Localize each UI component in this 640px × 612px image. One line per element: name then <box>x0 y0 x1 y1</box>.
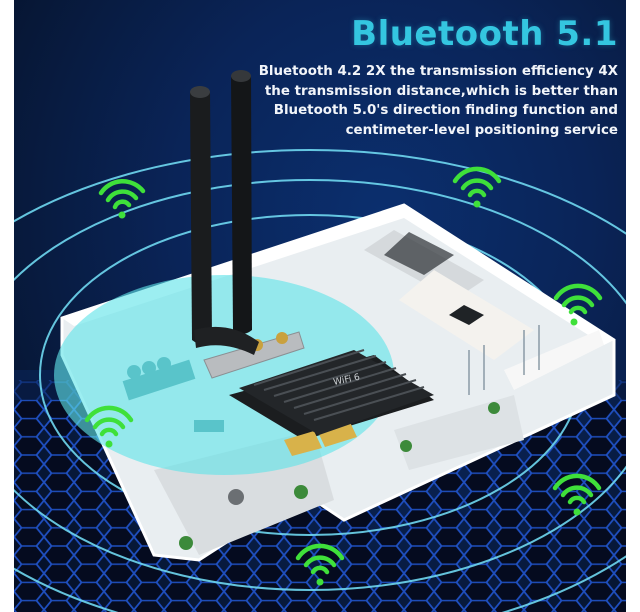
description-line: Bluetooth 4.2 2X the transmission effici… <box>258 64 618 79</box>
wifi6-pcie-card: WiFi 6 <box>203 331 434 456</box>
wifi-signal-icon <box>98 179 146 219</box>
wifi-signal-icon <box>552 473 602 516</box>
scene-illustration: WiFi 6 <box>14 70 626 612</box>
description-line: centimeter-level positioning service <box>345 122 618 138</box>
wifi-signal-icon <box>84 405 134 448</box>
description-line: Bluetooth 5.0's direction finding functi… <box>273 103 618 118</box>
wifi-signal-icon <box>452 166 502 208</box>
headline: Bluetooth 5.1 <box>351 14 618 54</box>
wifi-signal-icon <box>295 543 345 586</box>
description-line: the transmission distance,which is bette… <box>264 83 618 99</box>
feature-description: Bluetooth 4.2 2X the transmission effici… <box>238 62 618 140</box>
antennas <box>190 70 259 355</box>
wifi-signal-icon <box>553 283 603 326</box>
product-banner: WiFi 6 <box>14 0 626 612</box>
